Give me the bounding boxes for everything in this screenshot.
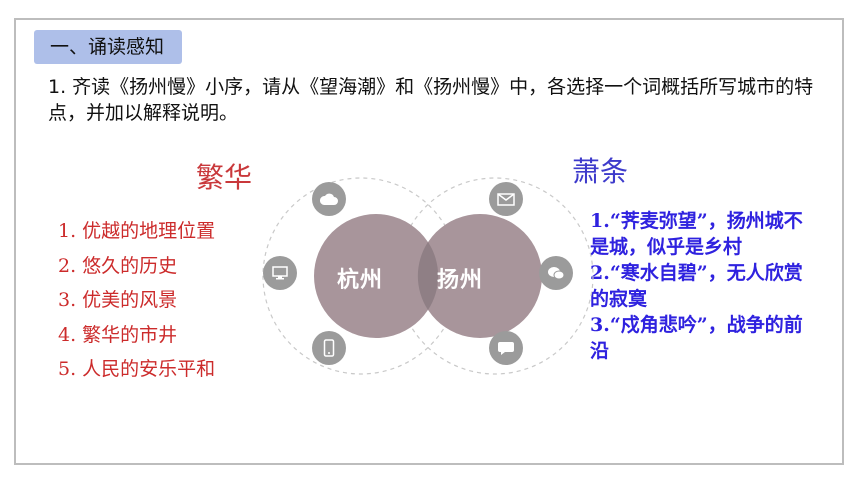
left-point: 1. 优越的地理位置 bbox=[58, 220, 216, 242]
right-point-list: 1.“荠麦弥望”，扬州城不是城，似乎是乡村 2.“寒水自碧”，无人欣赏的寂寞 3… bbox=[590, 208, 820, 364]
left-circle bbox=[314, 214, 438, 338]
cloud-icon bbox=[312, 182, 346, 216]
left-point: 3. 优美的风景 bbox=[58, 289, 178, 311]
left-point: 5. 人民的安乐平和 bbox=[58, 358, 216, 380]
question-text: 1. 齐读《扬州慢》小序，请从《望海潮》和《扬州慢》中，各选择一个词概括所写城市… bbox=[48, 76, 814, 124]
left-point: 2. 悠久的历史 bbox=[58, 254, 178, 277]
left-point: 4. 繁华的市井 bbox=[58, 323, 178, 346]
right-circle-label: 扬州 bbox=[437, 268, 484, 293]
left-circle-label: 杭州 bbox=[337, 268, 384, 293]
left-heading: 繁华 bbox=[196, 161, 253, 194]
mobile-phone-icon bbox=[312, 331, 346, 365]
speech-bubble-icon bbox=[489, 331, 523, 365]
section-tag: 一、诵读感知 bbox=[34, 30, 182, 64]
right-circle bbox=[418, 214, 542, 338]
right-heading: 萧条 bbox=[572, 155, 629, 188]
monitor-icon bbox=[263, 256, 297, 290]
venn-graphic bbox=[262, 177, 594, 375]
chat-bubbles-icon bbox=[539, 256, 573, 290]
venn-diagram: 杭州 扬州 bbox=[262, 176, 594, 376]
right-point: 2.“寒水自碧”，无人欣赏的寂寞 bbox=[590, 262, 803, 310]
right-point: 1.“荠麦弥望”，扬州城不是城，似乎是乡村 bbox=[590, 210, 803, 258]
right-point: 3.“戍角悲吟”，战争的前沿 bbox=[590, 314, 803, 362]
left-point-list: 1. 优越的地理位置 2. 悠久的历史 3. 优美的风景 4. 繁华的市井 5.… bbox=[58, 214, 215, 387]
overlap-region bbox=[417, 242, 439, 310]
mail-icon bbox=[489, 182, 523, 216]
